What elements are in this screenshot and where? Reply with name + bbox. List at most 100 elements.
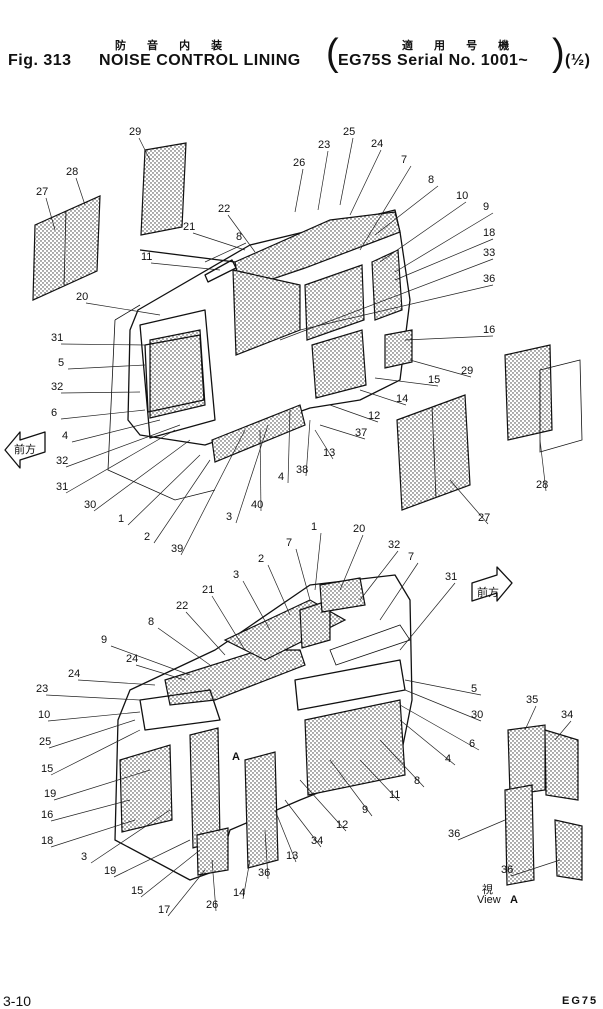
top-leader-line	[379, 201, 467, 263]
bottom-leader-line	[299, 779, 347, 832]
top-cab-assembly	[32, 142, 583, 511]
top-leader-line	[299, 284, 494, 331]
top-callout-5: 5	[58, 357, 64, 369]
front-arrow-left	[4, 431, 46, 469]
view-label: View	[477, 894, 501, 906]
top-leader-line	[60, 343, 146, 346]
top-callout-8: 8	[236, 231, 242, 243]
bottom-callout-36: 36	[448, 828, 460, 840]
top-callout-31: 31	[51, 332, 63, 344]
bottom-leader-line	[242, 580, 271, 631]
bottom-leader-line	[90, 809, 171, 864]
bottom-callout-24: 24	[126, 653, 138, 665]
top-leader-line	[374, 185, 439, 236]
view-mark-arrow: A	[232, 751, 240, 763]
top-callout-4: 4	[278, 471, 284, 483]
bottom-leader-line	[48, 719, 136, 749]
side-lower-panel	[311, 329, 367, 399]
top-callout-3: 3	[226, 511, 232, 523]
bottom-leader-line	[267, 564, 291, 616]
top-callout-22: 22	[218, 203, 230, 215]
front-arrow-right	[471, 566, 513, 602]
bottom-callout-13: 13	[286, 850, 298, 862]
top-leader-line	[45, 197, 56, 231]
top-leader-line	[394, 212, 494, 273]
bottom-callout-17: 17	[158, 904, 170, 916]
top-callout-12: 12	[368, 410, 380, 422]
bottom-callout-7: 7	[408, 551, 414, 563]
top-callout-11: 11	[141, 251, 152, 263]
top-callout-28: 28	[66, 166, 78, 178]
open-paren: (	[326, 32, 339, 74]
bottom-callout-25: 25	[39, 736, 51, 748]
bottom-leader-line	[510, 859, 561, 877]
bottom-leader-line	[264, 829, 269, 880]
bottom-callout-19: 19	[104, 865, 116, 877]
top-leader-line	[227, 214, 256, 253]
panel-29-right	[504, 344, 553, 441]
top-callout-24: 24	[371, 138, 383, 150]
bottom-leader-line	[185, 611, 226, 656]
top-callout-18: 18	[483, 227, 495, 239]
bottom-leader-line	[379, 562, 419, 621]
bottom-callout-8: 8	[414, 775, 420, 787]
sheet-number: (½)	[565, 52, 591, 69]
front-label-right: 前方	[477, 585, 499, 599]
bottom-callout-18: 18	[41, 835, 53, 847]
top-callout-13: 13	[323, 447, 335, 459]
top-leader-line	[287, 409, 291, 484]
bottom-callout-9: 9	[362, 804, 368, 816]
top-leader-line	[67, 364, 146, 370]
bottom-callout-10: 10	[38, 709, 50, 721]
top-callout-6: 6	[51, 407, 57, 419]
top-leader-line	[65, 424, 181, 468]
bottom-leader-line	[399, 719, 456, 766]
bottom-leader-line	[47, 711, 141, 722]
panel-14-36	[244, 751, 279, 869]
top-leader-line	[349, 149, 382, 216]
bottom-leader-line	[457, 819, 506, 841]
top-callout-37: 37	[355, 427, 367, 439]
bottom-leader-line	[211, 859, 217, 912]
top-callout-30: 30	[84, 499, 96, 511]
bottom-callout-26: 26	[206, 899, 218, 911]
roof-lining-bottom	[164, 649, 306, 706]
bottom-cab-assembly	[114, 574, 583, 886]
top-callout-27: 27	[36, 186, 48, 198]
top-leader-line	[314, 429, 334, 460]
panel-15-16	[119, 744, 173, 833]
top-callout-10: 10	[456, 190, 468, 202]
bottom-callout-8: 8	[148, 616, 154, 628]
top-leader-line	[138, 137, 151, 161]
bottom-leader-line	[284, 799, 322, 848]
bottom-callout-19: 19	[44, 788, 56, 800]
top-callout-4: 4	[62, 430, 68, 442]
bottom-callout-7: 7	[286, 537, 292, 549]
bottom-callout-12: 12	[336, 819, 348, 831]
top-callout-33: 33	[483, 247, 495, 259]
bottom-leader-line	[167, 869, 206, 917]
bottom-callout-3: 3	[233, 569, 239, 581]
bottom-leader-line	[524, 705, 537, 731]
bottom-leader-line	[45, 694, 141, 701]
bottom-callout-34: 34	[311, 835, 323, 847]
top-leader-line	[294, 168, 304, 213]
bottom-callout-21: 21	[202, 584, 214, 596]
close-paren: )	[552, 32, 565, 74]
side-panel-bottom	[304, 699, 406, 796]
bottom-callout-23: 23	[36, 683, 48, 695]
bottom-leader-line	[359, 550, 399, 601]
top-leader-line	[85, 302, 161, 316]
top-callout-40: 40	[251, 499, 263, 511]
top-callout-14: 14	[396, 393, 408, 405]
bottom-leader-line	[157, 627, 211, 666]
bottom-callout-31: 31	[445, 571, 457, 583]
top-leader-line	[394, 238, 494, 281]
top-leader-line	[75, 177, 86, 206]
top-leader-line	[359, 165, 412, 251]
top-callout-39: 39	[171, 543, 183, 555]
bottom-leader-line	[314, 532, 322, 591]
floor-strip	[211, 404, 306, 463]
